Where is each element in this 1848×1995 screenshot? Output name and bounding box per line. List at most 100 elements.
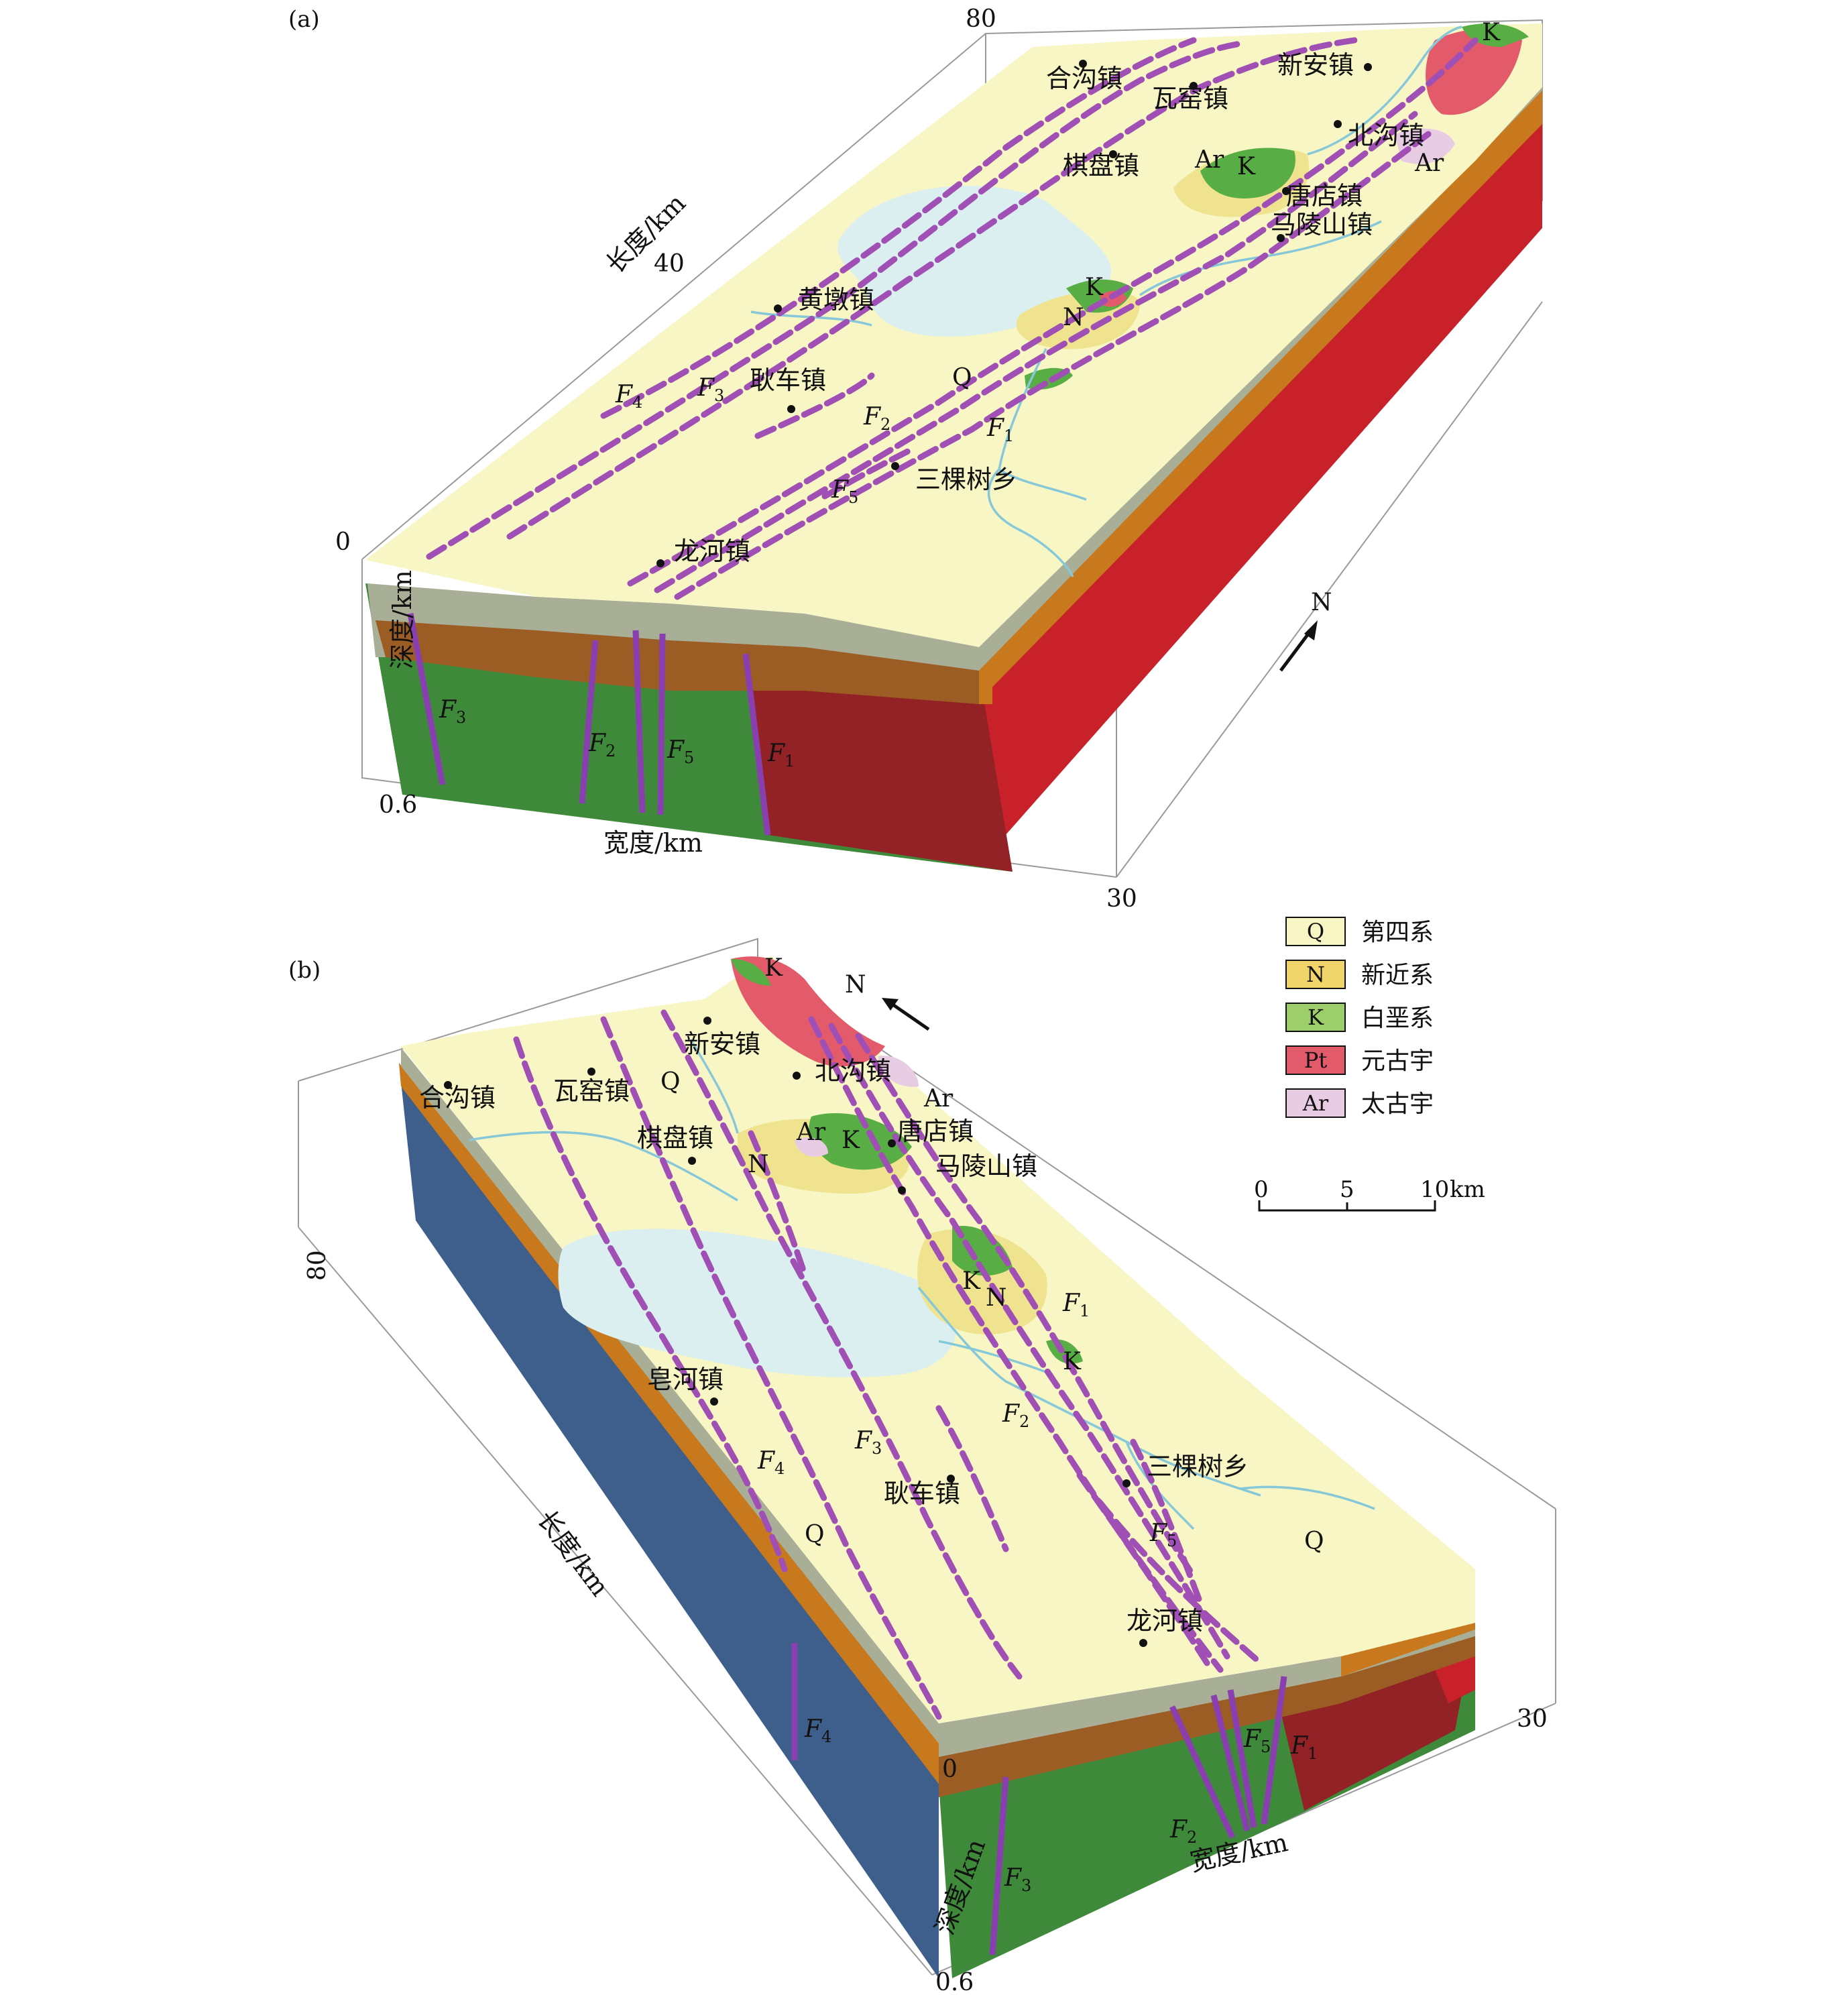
legend-item-ar: Ar 太古宇 <box>1285 1088 1434 1118</box>
town-hegou-b: 合沟镇 <box>419 1083 496 1113</box>
panel-a-front-section <box>365 583 1013 872</box>
panel-a-town-names: 合沟镇 瓦窑镇 新安镇 北沟镇 棋盘镇 唐店镇 马陵山镇 黄墩镇 耿车镇 三棵树… <box>674 50 1424 566</box>
svg-text:F2: F2 <box>863 403 890 434</box>
svg-text:F5: F5 <box>831 476 858 507</box>
panel-b-width-tick-30: 30 <box>1517 1705 1548 1733</box>
panel-b-town-names: 合沟镇 瓦窑镇 新安镇 北沟镇 棋盘镇 唐店镇 马陵山镇 皂河镇 耿车镇 三棵树… <box>419 1029 1249 1636</box>
town-xinan-a: 新安镇 <box>1277 50 1354 80</box>
svg-text:K: K <box>842 1127 860 1154</box>
town-gengche-a: 耿车镇 <box>750 365 826 395</box>
svg-text:F3: F3 <box>854 1427 882 1458</box>
legend-item-n: N 新近系 <box>1285 960 1434 989</box>
svg-text:F1: F1 <box>986 414 1014 445</box>
panel-b-lake <box>558 1229 958 1377</box>
svg-text:F2: F2 <box>1002 1400 1029 1431</box>
panel-a-width-tick-0: 0 <box>335 528 351 556</box>
panel-a: (a) 80 40 长度/km 0 30 宽度/km 深度/km 0.6 N 合… <box>288 5 1543 913</box>
svg-text:N: N <box>1063 304 1084 331</box>
svg-text:N: N <box>845 971 866 999</box>
scale-bar: 0 5 10 km <box>1254 1176 1485 1212</box>
panel-a-width-label: 宽度/km <box>603 828 703 858</box>
svg-text:10: 10 <box>1420 1176 1449 1203</box>
svg-text:km: km <box>1450 1176 1485 1203</box>
town-malingshan-b: 马陵山镇 <box>935 1151 1037 1181</box>
town-malingshan-a: 马陵山镇 <box>1271 210 1373 239</box>
town-wayao-b: 瓦窑镇 <box>553 1076 630 1106</box>
legend: Q 第四系 N 新近系 K 白垩系 Pt 元古宇 Ar 太古宇 <box>1285 917 1434 1118</box>
svg-text:F2: F2 <box>588 730 616 760</box>
svg-text:F5: F5 <box>1243 1725 1271 1756</box>
town-zaohe-b: 皂河镇 <box>647 1365 724 1394</box>
svg-text:F4: F4 <box>757 1447 785 1478</box>
svg-text:K: K <box>764 954 783 982</box>
panel-a-section-faults <box>407 613 771 836</box>
town-tangdian-b: 唐店镇 <box>897 1117 974 1146</box>
svg-text:K: K <box>1482 19 1501 46</box>
svg-text:0: 0 <box>1254 1176 1269 1203</box>
svg-text:Ar: Ar <box>796 1119 826 1146</box>
panel-a-faults <box>426 37 1479 600</box>
panel-a-north-arrow: N <box>1279 589 1332 672</box>
town-beigou-b: 北沟镇 <box>815 1056 891 1086</box>
svg-text:Ar: Ar <box>1194 146 1224 174</box>
svg-text:K: K <box>962 1267 981 1295</box>
svg-text:Q: Q <box>1307 919 1324 944</box>
panel-b-north-arrow: N <box>845 971 930 1031</box>
svg-text:F1: F1 <box>1062 1290 1090 1320</box>
town-wayao-a: 瓦窑镇 <box>1152 84 1228 113</box>
svg-text:元古宇: 元古宇 <box>1361 1047 1434 1075</box>
panel-b-length-tick-80: 80 <box>304 1250 331 1281</box>
town-tangdian-a: 唐店镇 <box>1286 181 1363 211</box>
panel-b: (b) 80 长度/km 0 30 宽度/km 深度/km 0.6 N 合沟镇 … <box>288 937 1556 1995</box>
panel-a-label: (a) <box>288 6 320 33</box>
panel-a-depth-label: 深度/km <box>388 570 417 669</box>
town-hegou-a: 合沟镇 <box>1046 64 1122 93</box>
svg-text:5: 5 <box>1340 1176 1354 1203</box>
town-gengche-b: 耿车镇 <box>884 1479 960 1508</box>
svg-text:N: N <box>986 1284 1007 1312</box>
panel-b-width-tick-0: 0 <box>942 1756 958 1783</box>
panel-a-fault-labels: F4 F3 F2 F1 F5 <box>615 374 1014 507</box>
svg-text:N: N <box>748 1151 769 1178</box>
svg-text:Q: Q <box>952 364 972 392</box>
town-longhe-a: 龙河镇 <box>674 536 750 566</box>
town-xinan-b: 新安镇 <box>684 1029 760 1059</box>
svg-text:F5: F5 <box>667 736 694 767</box>
town-sankeshu-b: 三棵树乡 <box>1147 1452 1249 1481</box>
svg-text:Q: Q <box>660 1068 681 1096</box>
town-longhe-b: 龙河镇 <box>1127 1606 1203 1636</box>
svg-text:Q: Q <box>805 1521 825 1548</box>
svg-text:F1: F1 <box>1290 1732 1318 1763</box>
town-qipan-a: 棋盘镇 <box>1063 151 1139 180</box>
panel-a-length-tick-40: 40 <box>654 250 685 278</box>
panel-b-frame <box>298 937 1556 1976</box>
svg-text:新近系: 新近系 <box>1361 962 1434 989</box>
panel-b-west-face <box>399 1063 939 1978</box>
panel-b-section-faults <box>791 1643 1287 1955</box>
panel-b-front-section <box>939 1609 1475 1978</box>
legend-item-pt: Pt 元古宇 <box>1285 1045 1434 1075</box>
panel-a-town-dots <box>656 60 1372 567</box>
panel-a-unit-labels: K Ar K Ar K N Q <box>952 19 1501 392</box>
panel-a-outcrops <box>1016 23 1529 390</box>
panel-a-width-tick-30: 30 <box>1106 885 1137 913</box>
panel-b-town-dots <box>444 1017 1147 1647</box>
panel-b-fault-labels: F1 F2 F3 F4 F5 <box>757 1290 1177 1550</box>
svg-text:Ar: Ar <box>1414 150 1444 177</box>
panel-a-section-fault-labels: F3 F2 F5 F1 <box>439 696 795 771</box>
svg-text:F5: F5 <box>1149 1520 1177 1550</box>
svg-text:K: K <box>1063 1348 1082 1375</box>
panel-a-length-tick-80: 80 <box>966 5 996 33</box>
svg-text:Pt: Pt <box>1304 1047 1328 1073</box>
svg-text:太古宇: 太古宇 <box>1361 1090 1434 1118</box>
panel-a-depth-tick: 0.6 <box>379 791 417 819</box>
legend-item-q: Q 第四系 <box>1285 917 1434 946</box>
panel-b-depth-tick: 0.6 <box>935 1969 974 1995</box>
panel-b-faults <box>513 1009 1264 1720</box>
svg-text:F3: F3 <box>439 696 466 727</box>
svg-text:F1: F1 <box>767 740 795 771</box>
svg-text:Ar: Ar <box>1302 1090 1329 1116</box>
svg-text:白垩系: 白垩系 <box>1361 1005 1434 1032</box>
svg-text:F4: F4 <box>804 1715 831 1746</box>
